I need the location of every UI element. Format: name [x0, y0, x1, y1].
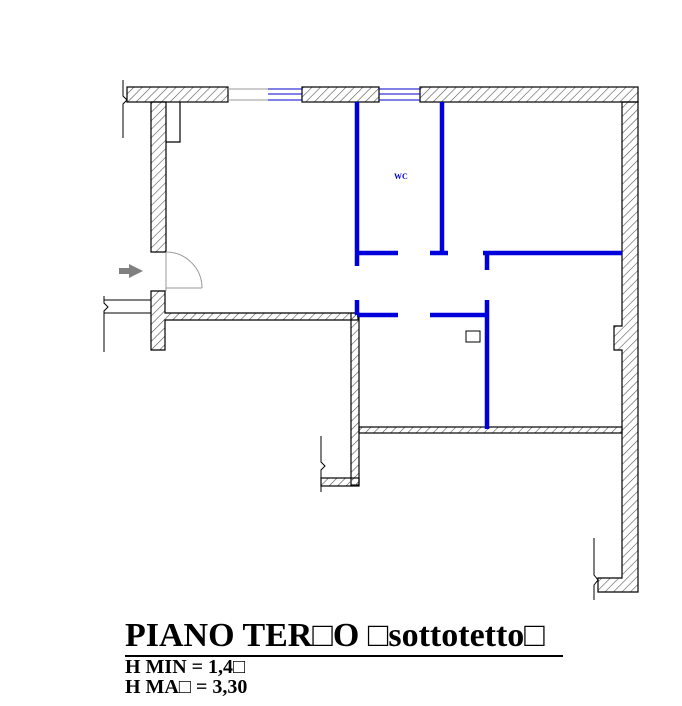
top-wall-left: [126, 86, 229, 103]
min-height-label: H MIN = 1,4□: [125, 656, 246, 678]
arrow-right-icon: [119, 264, 143, 278]
entrance-door: [165, 251, 203, 291]
shaft: [465, 330, 481, 343]
windows: [228, 88, 420, 101]
step-wall: [350, 312, 360, 486]
top-wall-right: [419, 86, 639, 103]
bottom-cross-wall: [358, 426, 623, 434]
right-wall: [597, 101, 639, 593]
plan-title: PIANO TER□O □sottotetto□: [125, 617, 563, 657]
step-wall-bottom: [320, 477, 360, 487]
partitions: [354, 102, 622, 429]
exterior-walls: [126, 86, 639, 593]
max-height-label: H MA□ = 3,30: [125, 676, 248, 698]
left-wall-lower: [150, 290, 359, 351]
left-wall-upper: [150, 101, 181, 253]
wc-label: WC: [394, 172, 408, 181]
top-wall-middle: [301, 86, 380, 103]
break-lines: [103, 80, 599, 600]
